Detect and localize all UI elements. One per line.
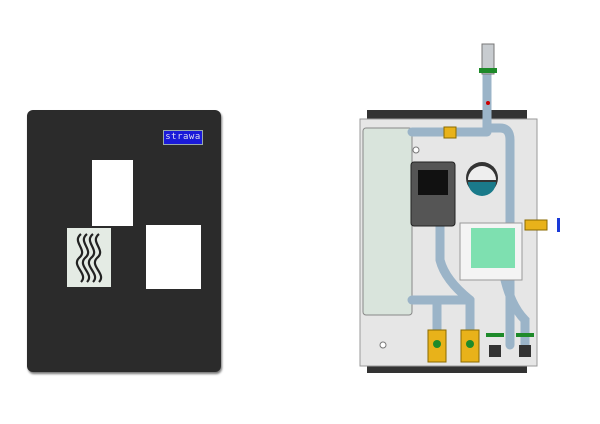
heat-interface-station [359,43,560,373]
front-cover-panel: strawa [27,110,221,372]
brand-logo: strawa [163,130,203,145]
display-window [92,160,133,226]
controller-window [146,225,201,289]
heat-wave-icon [67,228,111,287]
heat-exchanger [362,127,413,316]
